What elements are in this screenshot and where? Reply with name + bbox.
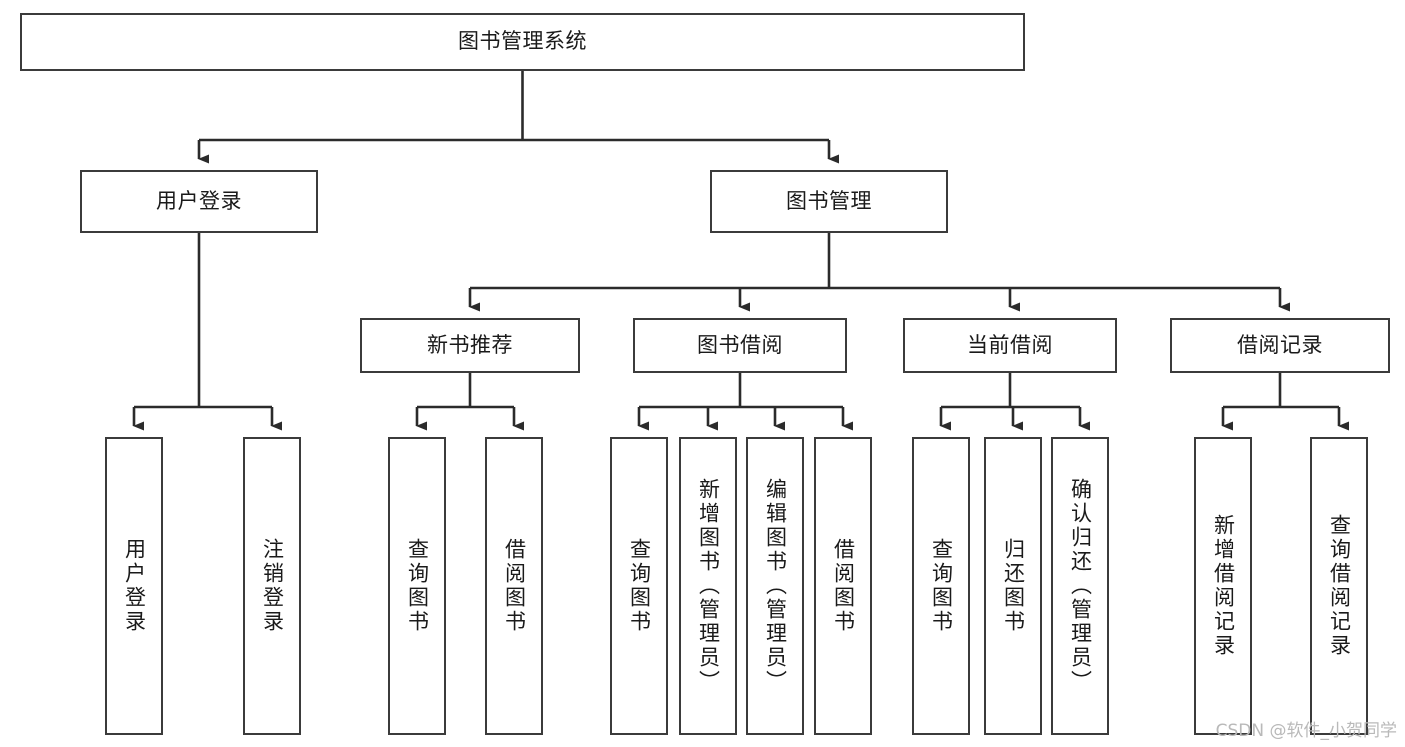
node-label: 查询图书 [929, 538, 954, 634]
node-label: 借阅图书 [502, 538, 527, 634]
node-label: 用户登录 [156, 188, 242, 213]
node-label: 新增图书（管理员） [696, 478, 721, 694]
node-label: 新增借阅记录 [1211, 514, 1236, 658]
node-label: 新书推荐 [427, 332, 513, 357]
node-l_confirm[interactable]: 确认归还（管理员） [1051, 437, 1109, 735]
node-label: 归还图书 [1001, 538, 1026, 634]
node-login[interactable]: 用户登录 [80, 170, 318, 233]
node-bookmgmt[interactable]: 图书管理 [710, 170, 948, 233]
node-borrow[interactable]: 图书借阅 [633, 318, 847, 373]
node-label: 图书管理系统 [458, 29, 587, 54]
node-label: 查询图书 [405, 538, 430, 634]
node-l_return[interactable]: 归还图书 [984, 437, 1042, 735]
node-l_login[interactable]: 用户登录 [105, 437, 163, 735]
node-label: 当前借阅 [967, 332, 1053, 357]
node-l_add[interactable]: 新增图书（管理员） [679, 437, 737, 735]
node-label: 查询图书 [627, 538, 652, 634]
node-label: 借阅图书 [831, 538, 856, 634]
node-l_addrec[interactable]: 新增借阅记录 [1194, 437, 1252, 735]
node-label: 借阅记录 [1237, 332, 1323, 357]
node-label: 编辑图书（管理员） [763, 478, 788, 694]
node-l_q1[interactable]: 查询图书 [388, 437, 446, 735]
node-newbook[interactable]: 新书推荐 [360, 318, 580, 373]
node-l_q3[interactable]: 查询图书 [912, 437, 970, 735]
node-l_q2[interactable]: 查询图书 [610, 437, 668, 735]
node-current[interactable]: 当前借阅 [903, 318, 1117, 373]
node-l_qrec[interactable]: 查询借阅记录 [1310, 437, 1368, 735]
node-label: 图书管理 [786, 188, 872, 213]
node-label: 用户登录 [122, 538, 147, 634]
node-label: 图书借阅 [697, 332, 783, 357]
node-l_edit[interactable]: 编辑图书（管理员） [746, 437, 804, 735]
node-l_logout[interactable]: 注销登录 [243, 437, 301, 735]
node-label: 查询借阅记录 [1327, 514, 1352, 658]
node-label: 注销登录 [260, 538, 285, 634]
node-records[interactable]: 借阅记录 [1170, 318, 1390, 373]
node-l_b1[interactable]: 借阅图书 [485, 437, 543, 735]
node-l_b2[interactable]: 借阅图书 [814, 437, 872, 735]
node-root[interactable]: 图书管理系统 [20, 13, 1025, 71]
node-label: 确认归还（管理员） [1068, 478, 1093, 694]
watermark-text: CSDN @软件_小贺同学 [1215, 721, 1397, 741]
